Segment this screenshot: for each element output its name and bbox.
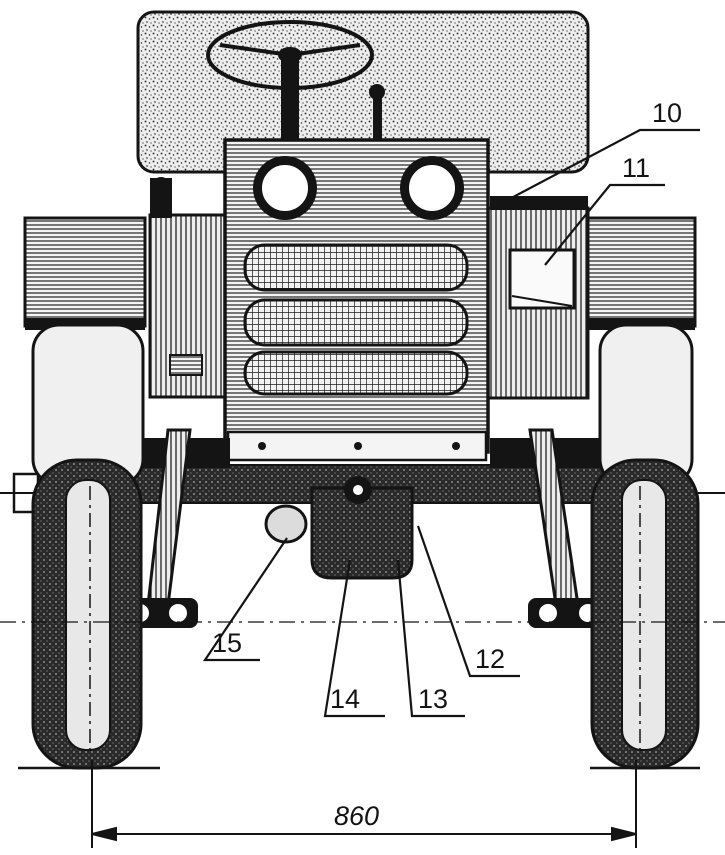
callout-10: 10 — [652, 98, 683, 128]
left-wheel — [31, 323, 145, 770]
part-11-box — [508, 248, 576, 310]
left-fender — [23, 216, 147, 330]
left-headlight — [253, 156, 317, 220]
dimension-860 — [91, 760, 637, 848]
callout-13: 13 — [418, 684, 449, 714]
part-15-knob — [264, 504, 308, 544]
callout-14: 14 — [330, 684, 361, 714]
callout-15: 15 — [212, 628, 243, 658]
callout-leaders — [202, 128, 700, 718]
bottom-plate — [226, 430, 488, 462]
right-tie-rod — [528, 428, 608, 628]
dimension-label: 860 — [334, 801, 380, 831]
callout-11: 11 — [622, 153, 651, 183]
radiator-grille — [243, 243, 469, 396]
callout-12: 12 — [475, 644, 506, 674]
gear-lever — [369, 84, 385, 145]
left-side-panel — [148, 177, 227, 399]
right-wheel — [590, 323, 700, 770]
right-fender — [583, 216, 697, 330]
right-headlight — [400, 156, 464, 220]
central-pivot-housing — [310, 476, 414, 580]
steering-wheel — [206, 20, 374, 142]
